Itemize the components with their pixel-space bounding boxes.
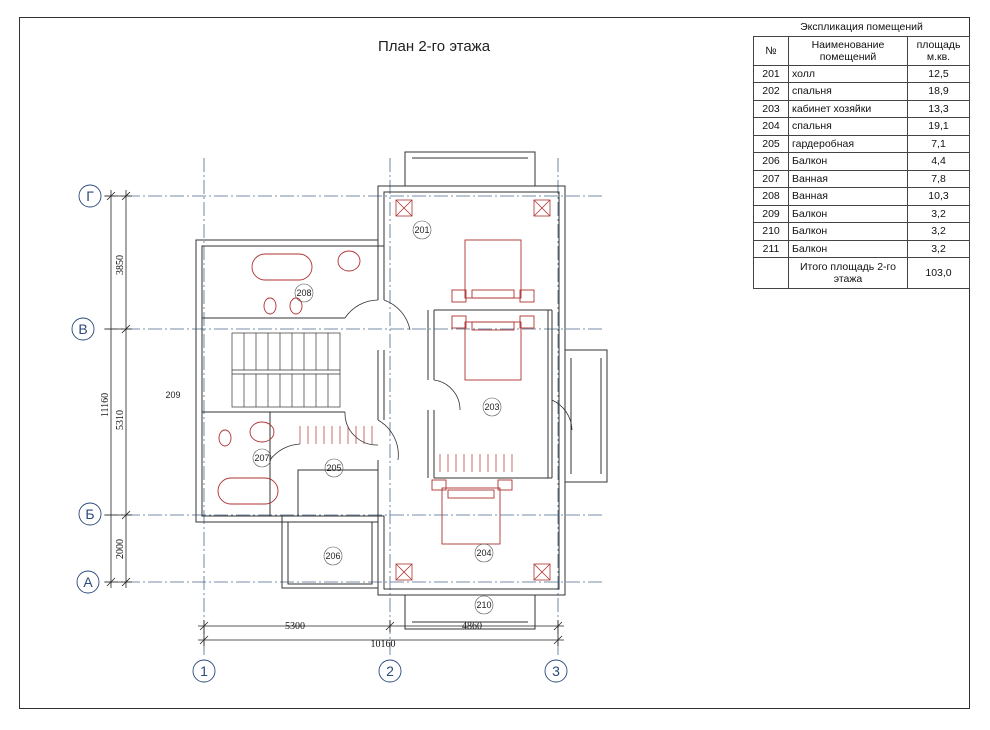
room-204-label: 204	[476, 548, 491, 558]
total-label: Итого площадь 2-го этажа	[788, 257, 908, 289]
row-area: 12,5	[907, 64, 970, 83]
explication-caption: Экспликация помещений	[753, 19, 970, 37]
room-201-label: 201	[414, 225, 429, 235]
room-203-label: 203	[484, 402, 499, 412]
row-no: 202	[753, 82, 789, 101]
wardrobe-hatch	[299, 426, 513, 472]
row-area: 13,3	[907, 99, 970, 118]
dimension-lines-left	[105, 190, 132, 588]
row-no: 209	[753, 204, 789, 223]
room-208-label: 208	[296, 288, 311, 298]
axis-bubble-v	[71, 317, 95, 341]
axis-bubble-a	[76, 570, 100, 594]
row-area: 4,4	[907, 152, 970, 171]
axis-label-g: Г	[86, 188, 94, 204]
room-205-label: 205	[326, 463, 341, 473]
dim-left-total: 11160	[100, 393, 111, 417]
room-labels: 201 203 204 205 206 207 208 209 210	[165, 220, 502, 615]
row-area: 3,2	[907, 204, 970, 223]
room-207-label: 207	[254, 453, 269, 463]
furniture	[217, 239, 535, 545]
header-area: площадь м.кв.	[907, 35, 970, 66]
drawing-frame	[19, 17, 970, 709]
row-name: Ванная	[788, 169, 908, 188]
row-area: 7,1	[907, 134, 970, 153]
row-no: 210	[753, 222, 789, 241]
explication-table: Экспликация помещений № Наименование пом…	[753, 19, 970, 289]
door-swings	[269, 299, 573, 461]
row-no: 211	[753, 239, 789, 258]
row-area: 7,8	[907, 169, 970, 188]
row-name: кабинет хозяйки	[788, 99, 908, 118]
row-area: 10,3	[907, 187, 970, 206]
dim-bottom-right: 4860	[462, 621, 482, 632]
row-name: Ванная	[788, 187, 908, 206]
row-no: 207	[753, 169, 789, 188]
axis-bubble-b	[78, 502, 102, 526]
row-name: холл	[788, 64, 908, 83]
row-no: 204	[753, 117, 789, 136]
dim-left-mid: 5310	[115, 410, 126, 430]
row-no: 206	[753, 152, 789, 171]
dimension-lines-bottom	[198, 620, 564, 646]
axis-bubble-3	[544, 659, 568, 683]
header-no: №	[753, 35, 789, 66]
row-area: 3,2	[907, 222, 970, 241]
walls	[195, 151, 608, 630]
axis-label-a: А	[83, 574, 93, 590]
header-name: Наименование помещений	[788, 35, 908, 66]
axis-bubble-g	[78, 184, 102, 208]
axis-grid	[104, 158, 605, 655]
axis-label-v: В	[78, 321, 87, 337]
row-name: спальня	[788, 82, 908, 101]
row-name: Балкон	[788, 152, 908, 171]
row-name: Балкон	[788, 239, 908, 258]
room-210-label: 210	[476, 600, 491, 610]
axis-label-3: 3	[552, 663, 560, 679]
row-area: 19,1	[907, 117, 970, 136]
axis-bubbles: Г В Б А 1 2 3	[71, 184, 568, 683]
row-no: 203	[753, 99, 789, 118]
total-value: 103,0	[907, 257, 970, 289]
row-no: 208	[753, 187, 789, 206]
row-area: 3,2	[907, 239, 970, 258]
axis-bubble-2	[378, 659, 402, 683]
row-no: 205	[753, 134, 789, 153]
row-name: гардеробная	[788, 134, 908, 153]
vent-boxes	[395, 199, 551, 581]
row-no: 201	[753, 64, 789, 83]
plan-title: План 2-го этажа	[378, 38, 491, 55]
total-no-cell	[753, 257, 789, 289]
axis-label-1: 1	[200, 663, 208, 679]
row-name: Балкон	[788, 204, 908, 223]
row-name: Балкон	[788, 222, 908, 241]
row-name: спальня	[788, 117, 908, 136]
axis-bubble-1	[192, 659, 216, 683]
dim-bottom-total: 10160	[371, 639, 396, 650]
row-area: 18,9	[907, 82, 970, 101]
dim-bottom-left: 5300	[285, 621, 305, 632]
room-209-label: 209	[165, 390, 180, 400]
axis-label-2: 2	[386, 663, 394, 679]
room-206-label: 206	[325, 551, 340, 561]
dim-left-top: 3850	[115, 255, 126, 275]
dim-left-bottom: 2000	[115, 539, 126, 559]
axis-label-b: Б	[85, 506, 94, 522]
staircase	[231, 332, 341, 408]
